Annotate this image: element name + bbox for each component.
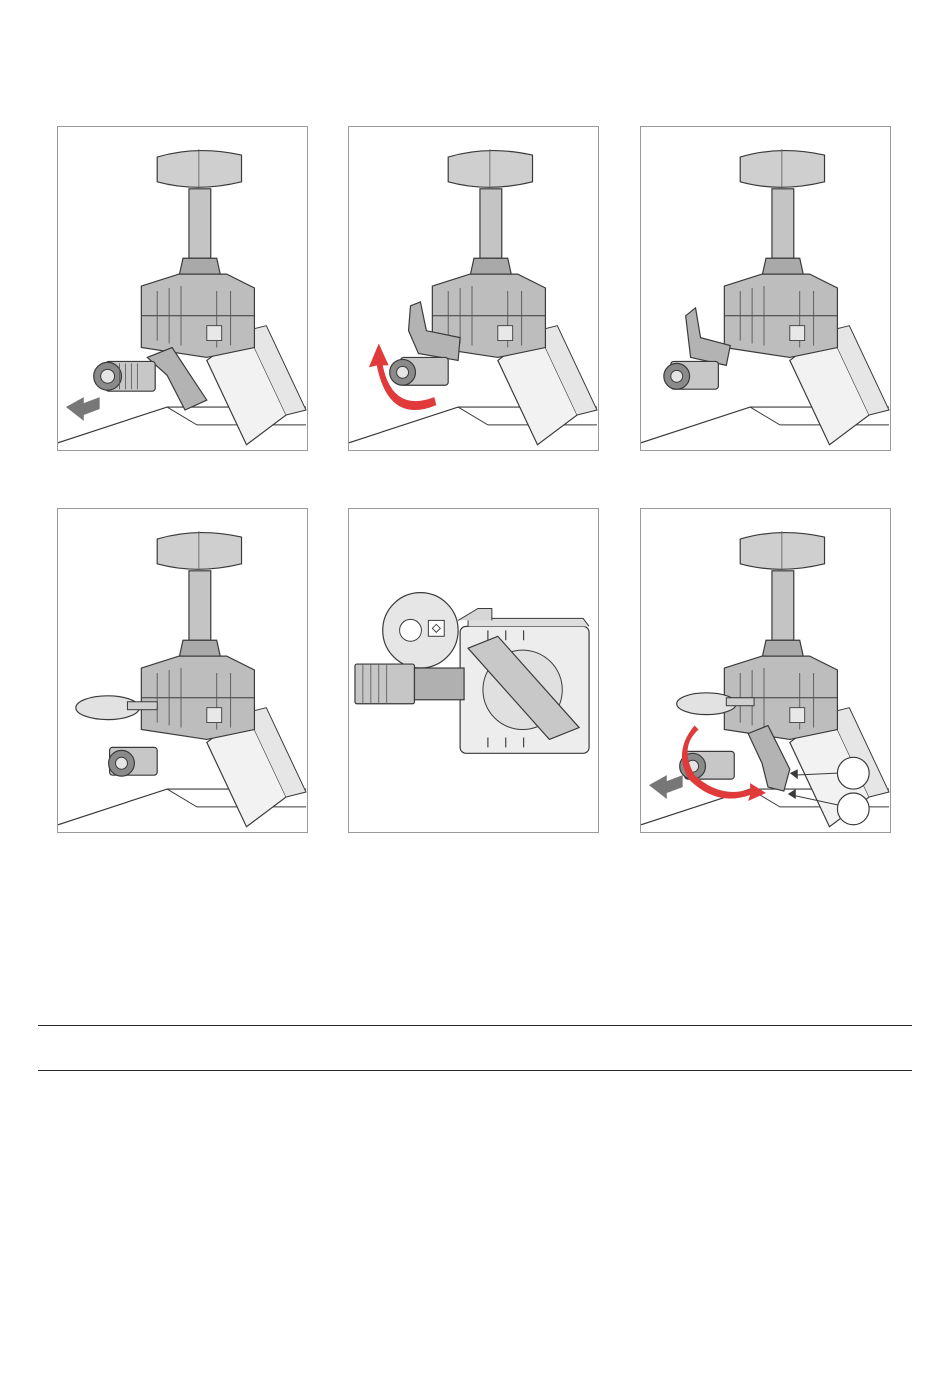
figure-step-pull-out (57, 126, 308, 451)
figure-step-rotate-up (348, 126, 599, 451)
figure-step-top-view (348, 508, 599, 833)
figure-step-rotate-back (640, 508, 891, 833)
horizontal-rule-top (38, 1025, 912, 1026)
horizontal-rule-bottom (38, 1070, 912, 1071)
figure-step-clamp-open (640, 126, 891, 451)
figure-step-insert-key (57, 508, 308, 833)
arrow-left-icon (66, 397, 100, 421)
arrow-left-icon (649, 775, 683, 799)
